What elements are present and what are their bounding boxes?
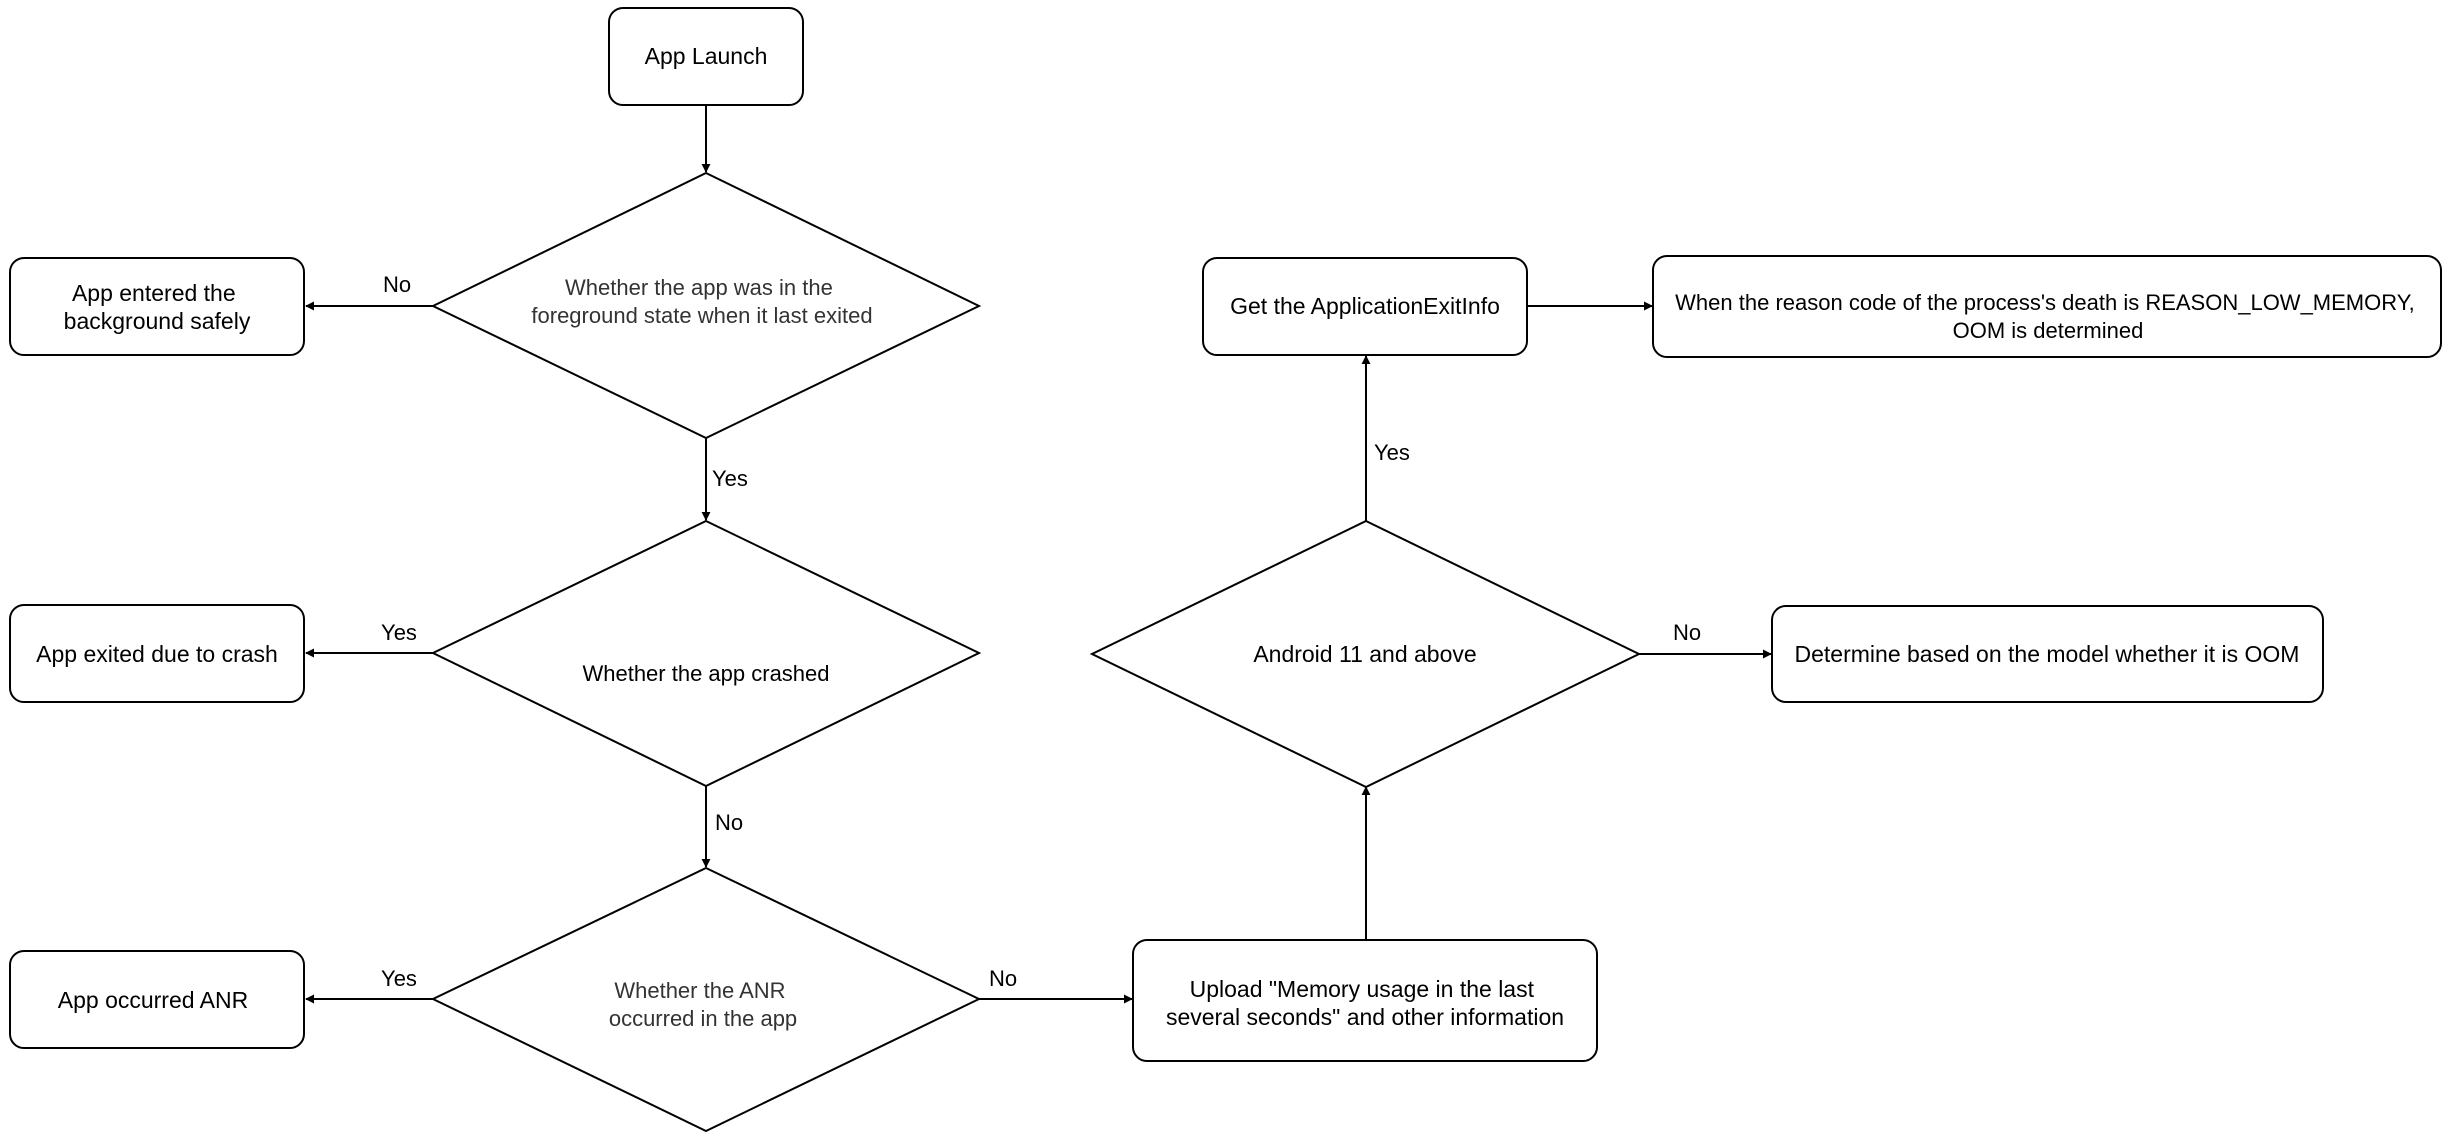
- edge-label-anr-yes: Yes: [381, 966, 417, 991]
- node-q-foreground-line-1: Whether the app was in the: [565, 275, 833, 300]
- node-q-anr: Whether the ANR occurred in the app: [430, 866, 982, 1133]
- node-occurred-anr-box: [9, 950, 305, 1049]
- node-q-foreground-line-2: foreground state when it last exited: [531, 303, 872, 328]
- node-occurred-anr: App occurred ANR: [9, 950, 305, 1049]
- node-q-crashed: Whether the app crashed: [430, 519, 982, 788]
- node-oom-determined-line-2: OOM is determined: [1953, 318, 2144, 343]
- node-q-crashed-label: Whether the app crashed: [582, 661, 829, 686]
- node-get-exit-info-label: Get the ApplicationExitInfo: [1230, 293, 1500, 319]
- node-q-anr-label: Whether the ANR occurred in the app: [609, 978, 797, 1031]
- edge-labels: No Yes Yes No Yes No Yes No: [381, 272, 1701, 991]
- node-q-crashed-diamond: [430, 519, 982, 788]
- node-q-android11-label: Android 11 and above: [1253, 641, 1476, 667]
- node-q-android11-diamond: [1089, 519, 1642, 789]
- edge-label-crashed-yes: Yes: [381, 620, 417, 645]
- node-model-oom: Determine based on the model whether it …: [1771, 605, 2324, 703]
- node-q-android11: Android 11 and above: [1089, 519, 1642, 789]
- edge-label-android11-yes: Yes: [1374, 440, 1410, 465]
- node-background-safe-label: App entered the background safely: [64, 280, 251, 334]
- node-app-launch-label: App Launch: [645, 43, 768, 69]
- node-q-anr-line-2: occurred in the app: [609, 1006, 797, 1031]
- node-model-oom-box: [1771, 605, 2324, 703]
- node-q-anr-diamond: [430, 866, 982, 1133]
- node-q-foreground-label: Whether the app was in the foreground st…: [531, 275, 872, 328]
- node-oom-determined-box: [1652, 255, 2442, 358]
- node-exited-crash: App exited due to crash: [9, 604, 305, 703]
- node-exited-crash-label: App exited due to crash: [36, 641, 278, 667]
- node-get-exit-info: Get the ApplicationExitInfo: [1202, 257, 1528, 356]
- node-oom-determined-line-1: When the reason code of the process's de…: [1675, 290, 2415, 315]
- node-exited-crash-box: [9, 604, 305, 703]
- node-background-safe: App entered the background safely: [9, 257, 305, 356]
- node-background-safe-line-1: App entered the: [72, 280, 236, 306]
- node-oom-determined: When the reason code of the process's de…: [1652, 255, 2442, 358]
- edge-label-anr-no: No: [989, 966, 1017, 991]
- edge-label-crashed-no: No: [715, 810, 743, 835]
- edge-label-android11-no: No: [1673, 620, 1701, 645]
- node-model-oom-label: Determine based on the model whether it …: [1795, 641, 2300, 667]
- node-get-exit-info-box: [1202, 257, 1528, 356]
- node-app-launch-box: [608, 7, 804, 106]
- node-upload-memory-box: [1132, 939, 1598, 1062]
- node-occurred-anr-label: App occurred ANR: [58, 987, 248, 1013]
- node-upload-memory-label: Upload "Memory usage in the last several…: [1166, 976, 1564, 1030]
- node-upload-memory-line-1: Upload "Memory usage in the last: [1190, 976, 1535, 1002]
- edges: [305, 105, 1772, 1004]
- node-q-anr-line-1: Whether the ANR: [614, 978, 785, 1003]
- edge-label-foreground-no: No: [383, 272, 411, 297]
- node-q-foreground: Whether the app was in the foreground st…: [430, 171, 982, 440]
- node-background-safe-line-2: background safely: [64, 308, 251, 334]
- node-app-launch: App Launch: [608, 7, 804, 106]
- node-upload-memory: Upload "Memory usage in the last several…: [1132, 939, 1598, 1062]
- edge-label-foreground-yes: Yes: [712, 466, 748, 491]
- node-oom-determined-label: When the reason code of the process's de…: [1675, 290, 2421, 343]
- node-upload-memory-line-2: several seconds" and other information: [1166, 1004, 1564, 1030]
- node-q-foreground-diamond: [430, 171, 982, 440]
- node-background-safe-box: [9, 257, 305, 356]
